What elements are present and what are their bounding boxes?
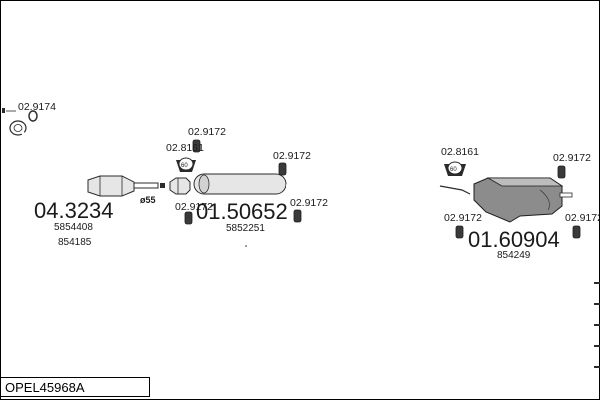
ref-label: 02.9174 [18, 101, 56, 113]
hanger-02-9172-d[interactable] [293, 209, 302, 223]
hanger-body [192, 139, 201, 153]
ref-label: 02.9172 [175, 201, 213, 213]
catalyst-outlet-pipe [133, 182, 159, 189]
mount-badge: 60 [450, 167, 457, 173]
ref-label: 02.8161 [166, 142, 204, 154]
clamp-ring [28, 110, 38, 122]
middle-silencer-body [193, 173, 287, 195]
oe-number-catalyst-1: 5854408 [54, 222, 93, 233]
part-code-catalyst: 04.3234 [34, 198, 114, 223]
hanger-body [572, 225, 581, 239]
stray-dot [245, 245, 247, 247]
hanger-02-9172-f[interactable] [455, 225, 464, 239]
down-pipe [21, 131, 91, 187]
edge-marker [594, 366, 600, 368]
rear-silencer-shading [539, 189, 550, 211]
ref-label: 02.9172 [273, 150, 311, 162]
diameter-label: ø55 [140, 195, 156, 205]
edge-marker [594, 303, 600, 305]
mount-rubber-rear[interactable]: 60 [444, 161, 466, 176]
middle-silencer[interactable] [169, 171, 441, 200]
rear-silencer[interactable] [439, 177, 573, 223]
rear-silencer-top [486, 177, 564, 187]
ref-label: 02.8161 [441, 146, 479, 158]
front-clamp-02-9174[interactable] [28, 110, 38, 122]
hanger-02-9172-c[interactable] [278, 162, 287, 176]
edge-marker [594, 282, 600, 284]
diagram-title-box: OPEL45968A [0, 377, 150, 397]
tailpipe [559, 192, 573, 198]
connector-sleeve [169, 177, 191, 195]
part-code-middle-silencer: 01.50652 [196, 199, 288, 224]
rear-inlet-pipe [439, 185, 471, 195]
mount-badge: 60 [181, 163, 188, 169]
oe-number-rear-silencer: 854249 [497, 250, 531, 261]
part-code-rear-silencer: 01.60904 [468, 227, 560, 252]
hanger-body [278, 162, 287, 176]
mount-rubber-ring [178, 157, 194, 171]
ref-label: 02.9172 [290, 197, 328, 209]
edge-marker [594, 324, 600, 326]
diagram-title: OPEL45968A [5, 380, 85, 395]
down-pipe-inner [20, 130, 91, 188]
hanger-body [293, 209, 302, 223]
hanger-02-9172-e[interactable] [557, 165, 566, 179]
intermediate-pipe-inner [286, 171, 441, 200]
diameter-marker [160, 183, 165, 188]
hanger-body [557, 165, 566, 179]
ref-label: 02.9172 [553, 152, 591, 164]
hanger-02-9172-b[interactable] [184, 211, 193, 225]
hanger-body [455, 225, 464, 239]
ref-marker [2, 108, 5, 113]
silencer-end-cap [198, 174, 210, 194]
mount-rubber-front[interactable]: 60 [176, 157, 196, 172]
catalyst-body [87, 175, 135, 197]
oe-number-catalyst-2: 854185 [58, 237, 92, 248]
ref-label: 02.9172 [444, 212, 482, 224]
front-flange-hole [13, 124, 23, 132]
mount-rubber-ring [447, 161, 463, 175]
front-pipe-catalyst[interactable] [9, 120, 159, 197]
ref-label: 02.9172 [188, 126, 226, 138]
edge-marker [594, 345, 600, 347]
ref-label: 02.9172 [565, 212, 600, 224]
hanger-02-9172-a[interactable] [192, 139, 201, 153]
hanger-body [184, 211, 193, 225]
hanger-02-9172-g[interactable] [572, 225, 581, 239]
oe-number-middle-silencer: 5852251 [226, 223, 265, 234]
